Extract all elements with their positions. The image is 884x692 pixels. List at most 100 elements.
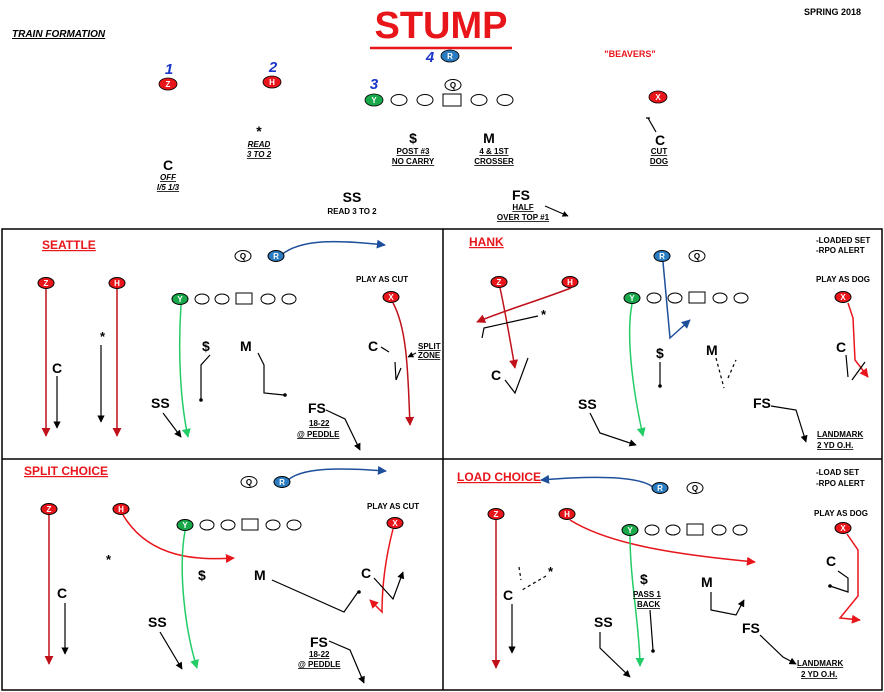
defender-star: *	[256, 123, 262, 139]
svg-text:SS: SS	[578, 396, 597, 412]
seattle-y-route	[178, 304, 191, 438]
svg-text:Y: Y	[629, 294, 635, 303]
svg-text:$: $	[640, 571, 648, 587]
svg-text:BACK: BACK	[637, 600, 660, 609]
defender-ss: SS	[343, 189, 362, 205]
offensive-line	[390, 93, 514, 107]
split-choice-title: SPLIT CHOICE	[24, 464, 108, 478]
svg-text:H: H	[564, 510, 570, 519]
seattle-title: SEATTLE	[42, 238, 96, 252]
svg-text:FS: FS	[310, 634, 328, 650]
svg-text:-RPO ALERT: -RPO ALERT	[816, 479, 865, 488]
svg-text:X: X	[840, 293, 846, 302]
player-y: Y	[364, 93, 384, 107]
hank-r-route	[662, 261, 691, 340]
svg-text:X: X	[655, 93, 661, 102]
split-x-route	[369, 528, 394, 614]
number-3: 3	[370, 76, 379, 93]
svg-text:SS: SS	[148, 614, 167, 630]
svg-text:FS: FS	[308, 400, 326, 416]
number-4: 4	[425, 49, 435, 66]
ss-note: READ 3 TO 2	[327, 207, 377, 216]
svg-text:-LOADED SET: -LOADED SET	[816, 236, 870, 245]
svg-text:Y: Y	[182, 521, 188, 530]
svg-text:C: C	[57, 585, 67, 601]
svg-text:Q: Q	[694, 252, 700, 261]
svg-text:FS: FS	[742, 620, 760, 636]
svg-text:18-22: 18-22	[309, 419, 330, 428]
split-r-motion	[285, 465, 387, 483]
fs-note-half: HALF	[512, 203, 533, 212]
star-note-3to2: 3 TO 2	[247, 150, 272, 159]
svg-text:M: M	[701, 574, 713, 590]
hank-y-route	[628, 303, 646, 437]
svg-text:C: C	[52, 360, 62, 376]
c-right-note-dog: DOG	[650, 157, 668, 166]
svg-text:C: C	[491, 367, 501, 383]
svg-text:Z: Z	[166, 80, 171, 89]
svg-text:2 YD O.H.: 2 YD O.H.	[817, 441, 853, 450]
load-x-route	[838, 533, 861, 624]
dollar-note-carry: NO CARRY	[392, 157, 435, 166]
svg-text:X: X	[840, 524, 846, 533]
player-x: X	[648, 90, 668, 104]
defender-dollar: $	[409, 130, 417, 146]
split-y-route	[181, 530, 199, 669]
svg-text:C: C	[836, 339, 846, 355]
svg-text:$: $	[656, 345, 664, 361]
svg-text:Y: Y	[371, 96, 377, 105]
svg-text:R: R	[447, 52, 453, 61]
hank-z-route	[499, 287, 519, 369]
panel-split-choice: SPLIT CHOICE Q R PLAY AS CUT Z H Y X * $…	[24, 464, 419, 684]
load-choice-title: LOAD CHOICE	[457, 470, 541, 484]
seattle-r-motion	[279, 239, 386, 257]
svg-text:LANDMARK: LANDMARK	[797, 659, 843, 668]
c-right-note-cut: CUT	[651, 147, 668, 156]
svg-text:*: *	[541, 307, 547, 322]
svg-text:Q: Q	[692, 484, 698, 493]
seattle-x-route	[392, 302, 415, 426]
svg-text:$: $	[198, 567, 206, 583]
load-r-motion	[540, 474, 655, 489]
svg-text:PLAY AS DOG: PLAY AS DOG	[814, 509, 868, 518]
svg-text:Z: Z	[47, 505, 52, 514]
svg-text:H: H	[269, 78, 275, 87]
svg-text:SS: SS	[594, 614, 613, 630]
panel-seattle: SEATTLE Q R Z H Y PLAY AS CUT X * C $ M …	[37, 238, 441, 451]
panel-load-choice: LOAD CHOICE -LOAD SET -RPO ALERT R Q PLA…	[457, 468, 868, 679]
svg-text:M: M	[706, 342, 718, 358]
svg-text:Z: Z	[494, 510, 499, 519]
player-h: H	[262, 75, 282, 89]
player-q: Q	[444, 79, 462, 91]
defender-c-right: C	[655, 132, 665, 148]
number-1: 1	[165, 61, 173, 78]
svg-text:2 YD O.H.: 2 YD O.H.	[801, 670, 837, 679]
svg-text:Q: Q	[450, 81, 456, 90]
svg-text:Z: Z	[44, 279, 49, 288]
hank-title: HANK	[469, 235, 504, 249]
svg-text:SS: SS	[151, 395, 170, 411]
svg-text:C: C	[503, 587, 513, 603]
svg-text:*: *	[106, 552, 112, 567]
defender-c-left: C	[163, 157, 173, 173]
svg-text:Y: Y	[177, 295, 183, 304]
load-h-route	[569, 519, 756, 566]
svg-text:H: H	[114, 279, 120, 288]
panel-hank: HANK -LOADED SET -RPO ALERT PLAY AS DOG …	[469, 235, 870, 450]
c-left-note-depth: l/5 1/3	[157, 183, 180, 192]
svg-text:$: $	[202, 338, 210, 354]
svg-text:FS: FS	[753, 395, 771, 411]
season-label: SPRING 2018	[804, 7, 861, 17]
opponent-label: "BEAVERS"	[604, 49, 655, 59]
star-note-read: READ	[248, 140, 271, 149]
m-note-2: CROSSER	[474, 157, 514, 166]
svg-text:PASS 1: PASS 1	[633, 590, 661, 599]
fs-route	[544, 205, 569, 217]
svg-text:Q: Q	[246, 478, 252, 487]
svg-text:LANDMARK: LANDMARK	[817, 430, 863, 439]
fs-note-over: OVER TOP #1	[497, 213, 550, 222]
svg-text:C: C	[826, 553, 836, 569]
load-y-route	[629, 535, 645, 667]
svg-text:-RPO ALERT: -RPO ALERT	[816, 246, 865, 255]
